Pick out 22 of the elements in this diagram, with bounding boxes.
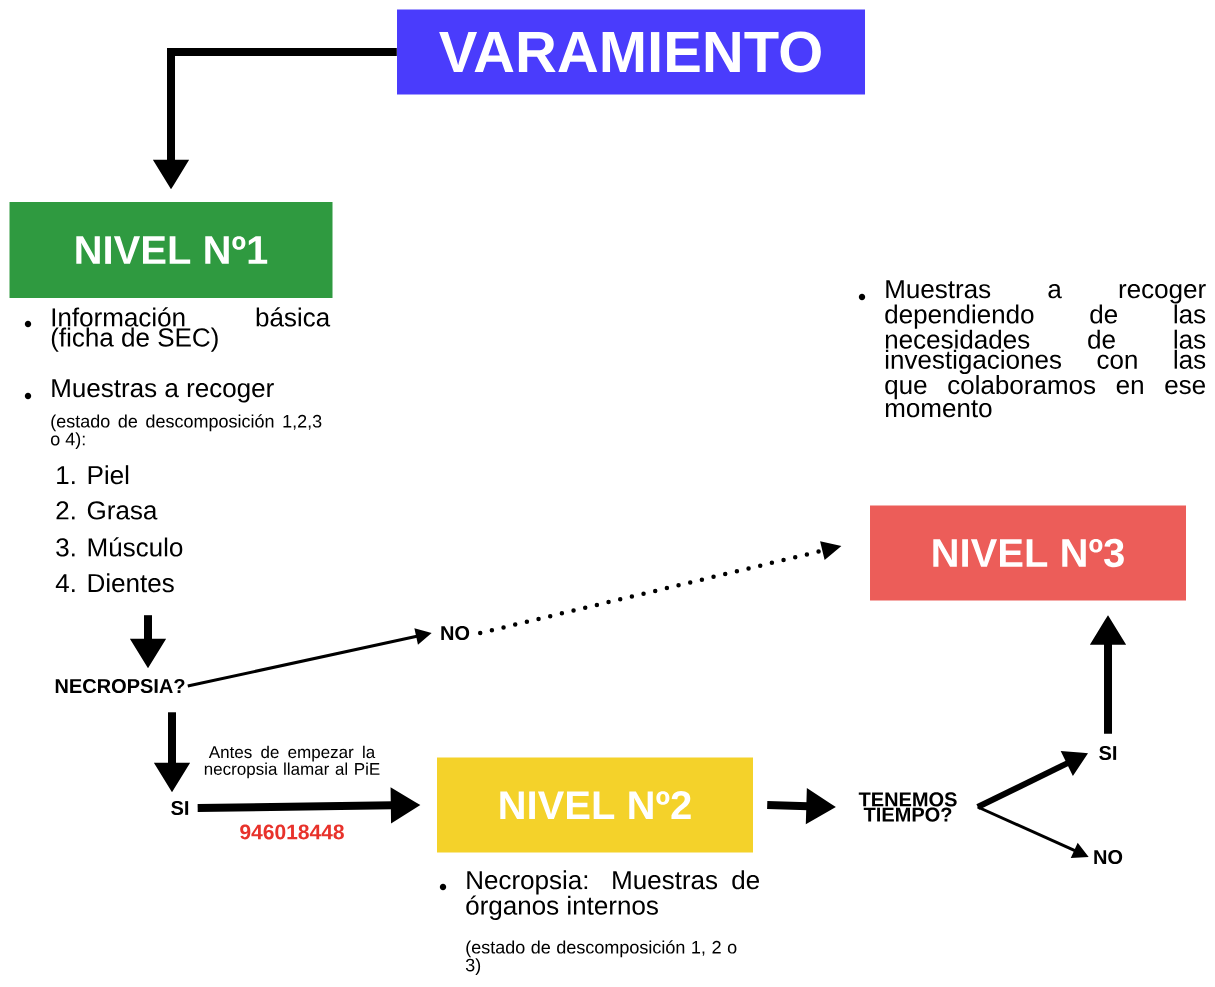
bullet-item: Muestras a recoger xyxy=(24,379,274,403)
level-box: NIVEL Nº1 xyxy=(9,202,333,298)
decision-text: TENEMOS TIEMPO? xyxy=(858,792,957,822)
bullet-item: Necropsia: Muestras de órganos internos xyxy=(439,870,759,920)
decision-text: NECROPSIA? xyxy=(55,678,185,694)
answer-text: SI xyxy=(1099,745,1117,761)
level-box: NIVEL Nº2 xyxy=(437,757,753,853)
list-text: 3. Músculo xyxy=(56,537,183,557)
answer-text: NO xyxy=(1094,849,1123,865)
list-text: (estado de descomposición 1, 2 o 3) xyxy=(465,940,737,975)
answer-text: SI xyxy=(171,800,189,816)
list-text: 1. Piel xyxy=(57,465,129,485)
answer-text: NO xyxy=(441,625,470,641)
bullet-item: Muestras a recoger dependiendo de las necesidades de las investigaciones con las que colaboramos en ese momento xyxy=(858,280,1206,418)
level-box: NIVEL Nº3 xyxy=(870,505,1186,601)
list-text: (estado de descomposición 1,2,3 o 4): xyxy=(50,414,322,449)
bullet-item: Información básica (ficha de SEC) xyxy=(24,307,331,352)
list-text: 4. Dientes xyxy=(55,573,174,593)
title-box: VARAMIENTO xyxy=(397,9,865,95)
list-text: 2. Grasa xyxy=(56,501,158,520)
phone-number: 946018448 xyxy=(240,824,344,840)
edge-label: Antes de empezar la necropsia llamar al PiE xyxy=(201,744,383,780)
